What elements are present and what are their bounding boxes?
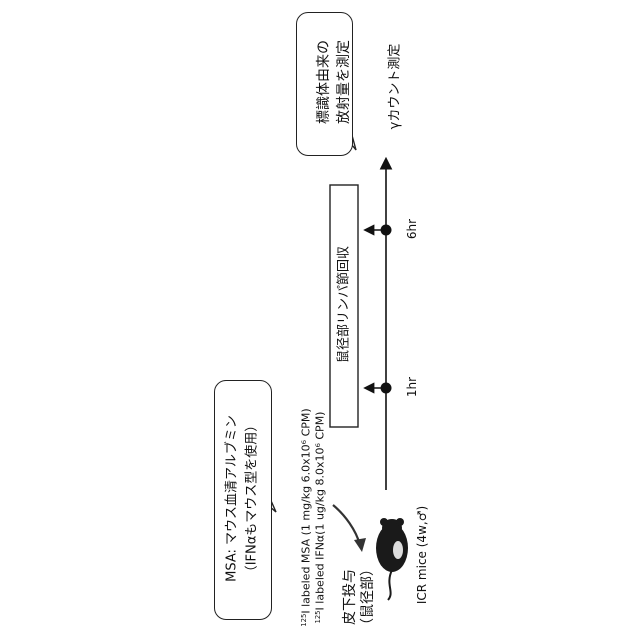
injection-line1: 皮下投与 (343, 557, 357, 637)
arrow-icon (333, 505, 360, 545)
reagent-line-1: 125I labeled MSA (1 mg/kg 6.0x10⁶ CPM) (301, 398, 312, 638)
mouse-icon (376, 518, 408, 600)
bubble-left-line1: MSA: マウス血清アルブミン (226, 389, 239, 609)
msa-bubble (214, 380, 272, 620)
time-label-1hr: 1hr (406, 367, 418, 407)
collection-box-label: 鼠径部リンパ節回収 (338, 245, 351, 365)
mouse-label: ICR mice (4w,♂) (416, 495, 428, 615)
bubble-left-line2: （IFNαもマウス型を使用） (246, 389, 259, 609)
bubble-top-line2: 放射量を測定 (337, 22, 351, 142)
timepoint-6hr (381, 225, 392, 236)
timepoint-1hr (381, 383, 392, 394)
injection-line2: （鼠径部） (361, 557, 375, 637)
time-label-6hr: 6hr (406, 209, 418, 249)
gamma-count-label: γカウント測定 (389, 37, 402, 137)
bubble-top-line1: 標識体由来の (317, 22, 331, 142)
reagent-line-2: 125I labeled IFNα(1 ug/kg 8.0x10⁶ CPM) (315, 398, 326, 638)
